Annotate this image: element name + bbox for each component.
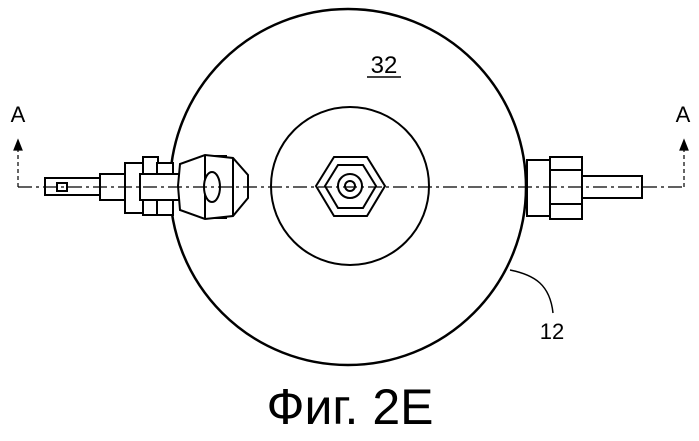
label-section-right: A: [676, 102, 691, 127]
label-section-left: A: [11, 102, 26, 127]
section-arrow-left: [14, 140, 22, 187]
right-fitting: [527, 157, 642, 219]
figure-caption: Фиг. 2E: [266, 379, 433, 435]
leader-line-12: [510, 270, 553, 313]
label-32: 32: [371, 52, 398, 79]
section-arrow-right: [680, 140, 688, 187]
label-12: 12: [540, 319, 564, 344]
